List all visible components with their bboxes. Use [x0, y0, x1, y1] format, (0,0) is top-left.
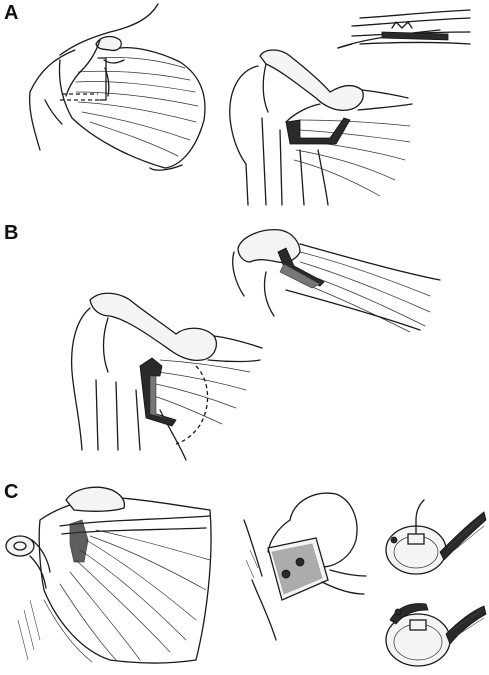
panel-a-posterior-shoulder-sketch [28, 3, 206, 171]
panel-label-b: B [4, 222, 19, 244]
panel-a-lateral-humerus-sketch [229, 9, 471, 206]
panel-c-posterior-scapula [5, 486, 212, 664]
panel-b-main-shoulder [70, 292, 263, 461]
panel-label-a: A [4, 2, 19, 24]
panel-b-inset-shoulder [232, 229, 441, 333]
panel-c-glenoid-graft-bottom [385, 603, 487, 667]
panel-c-humeral-head-plate [243, 492, 367, 641]
panel-label-c: C [4, 481, 19, 503]
panel-c-glenoid-graft-top [385, 499, 487, 575]
